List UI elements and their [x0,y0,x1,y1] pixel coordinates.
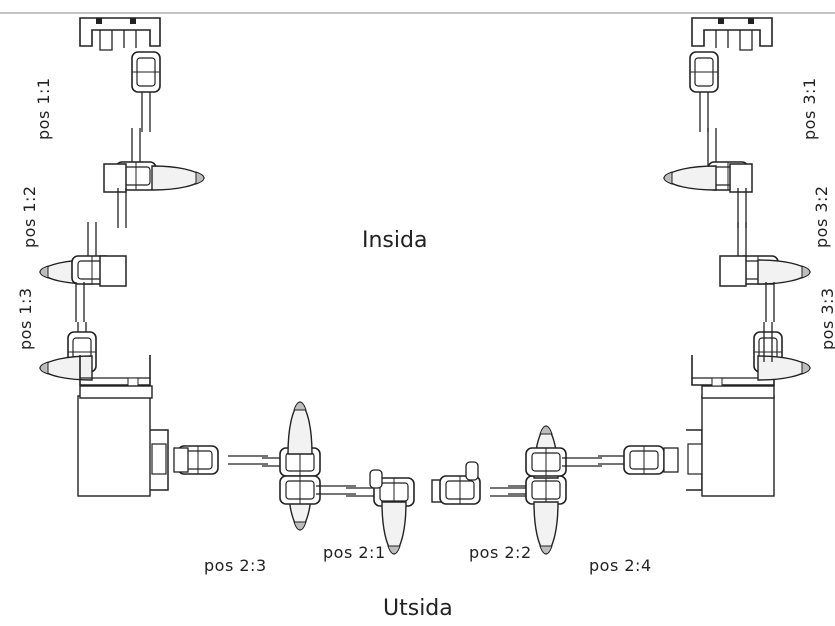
left-hinge-bottom [39,321,97,381]
left-bottom-wall [77,355,169,497]
pos-2-2-label: pos 2:2 [469,543,532,562]
bottom-hinge-2-3 [173,401,357,531]
pos-3-2-label: pos 3:2 [812,185,831,248]
pos-3-1-label: pos 3:1 [800,77,819,140]
pos-1-3-label: pos 1:3 [16,287,35,350]
pos-1-1-label: pos 1:1 [34,77,53,140]
right-hinge-3-3 [753,321,811,381]
right-top-frame [689,17,773,133]
pos-2-3-label: pos 2:3 [204,556,267,575]
left-hinge-1-2 [103,127,205,229]
pos-3-3-label: pos 3:3 [818,287,835,350]
outside-label: Utsida [383,596,453,621]
pos-2-4-label: pos 2:4 [589,556,652,575]
bottom-hinge-2-4 [507,425,679,555]
bottom-center [345,461,531,555]
left-top-frame [79,17,161,133]
right-bottom-wall [686,355,775,497]
pos-1-2-label: pos 1:2 [20,185,39,248]
right-hinge-3-2 [719,221,811,323]
left-hinge-1-3 [39,221,127,323]
right-hinge-3-1-lower [663,127,753,229]
pos-2-1-label: pos 2:1 [323,543,386,562]
inside-label: Insida [362,228,428,253]
